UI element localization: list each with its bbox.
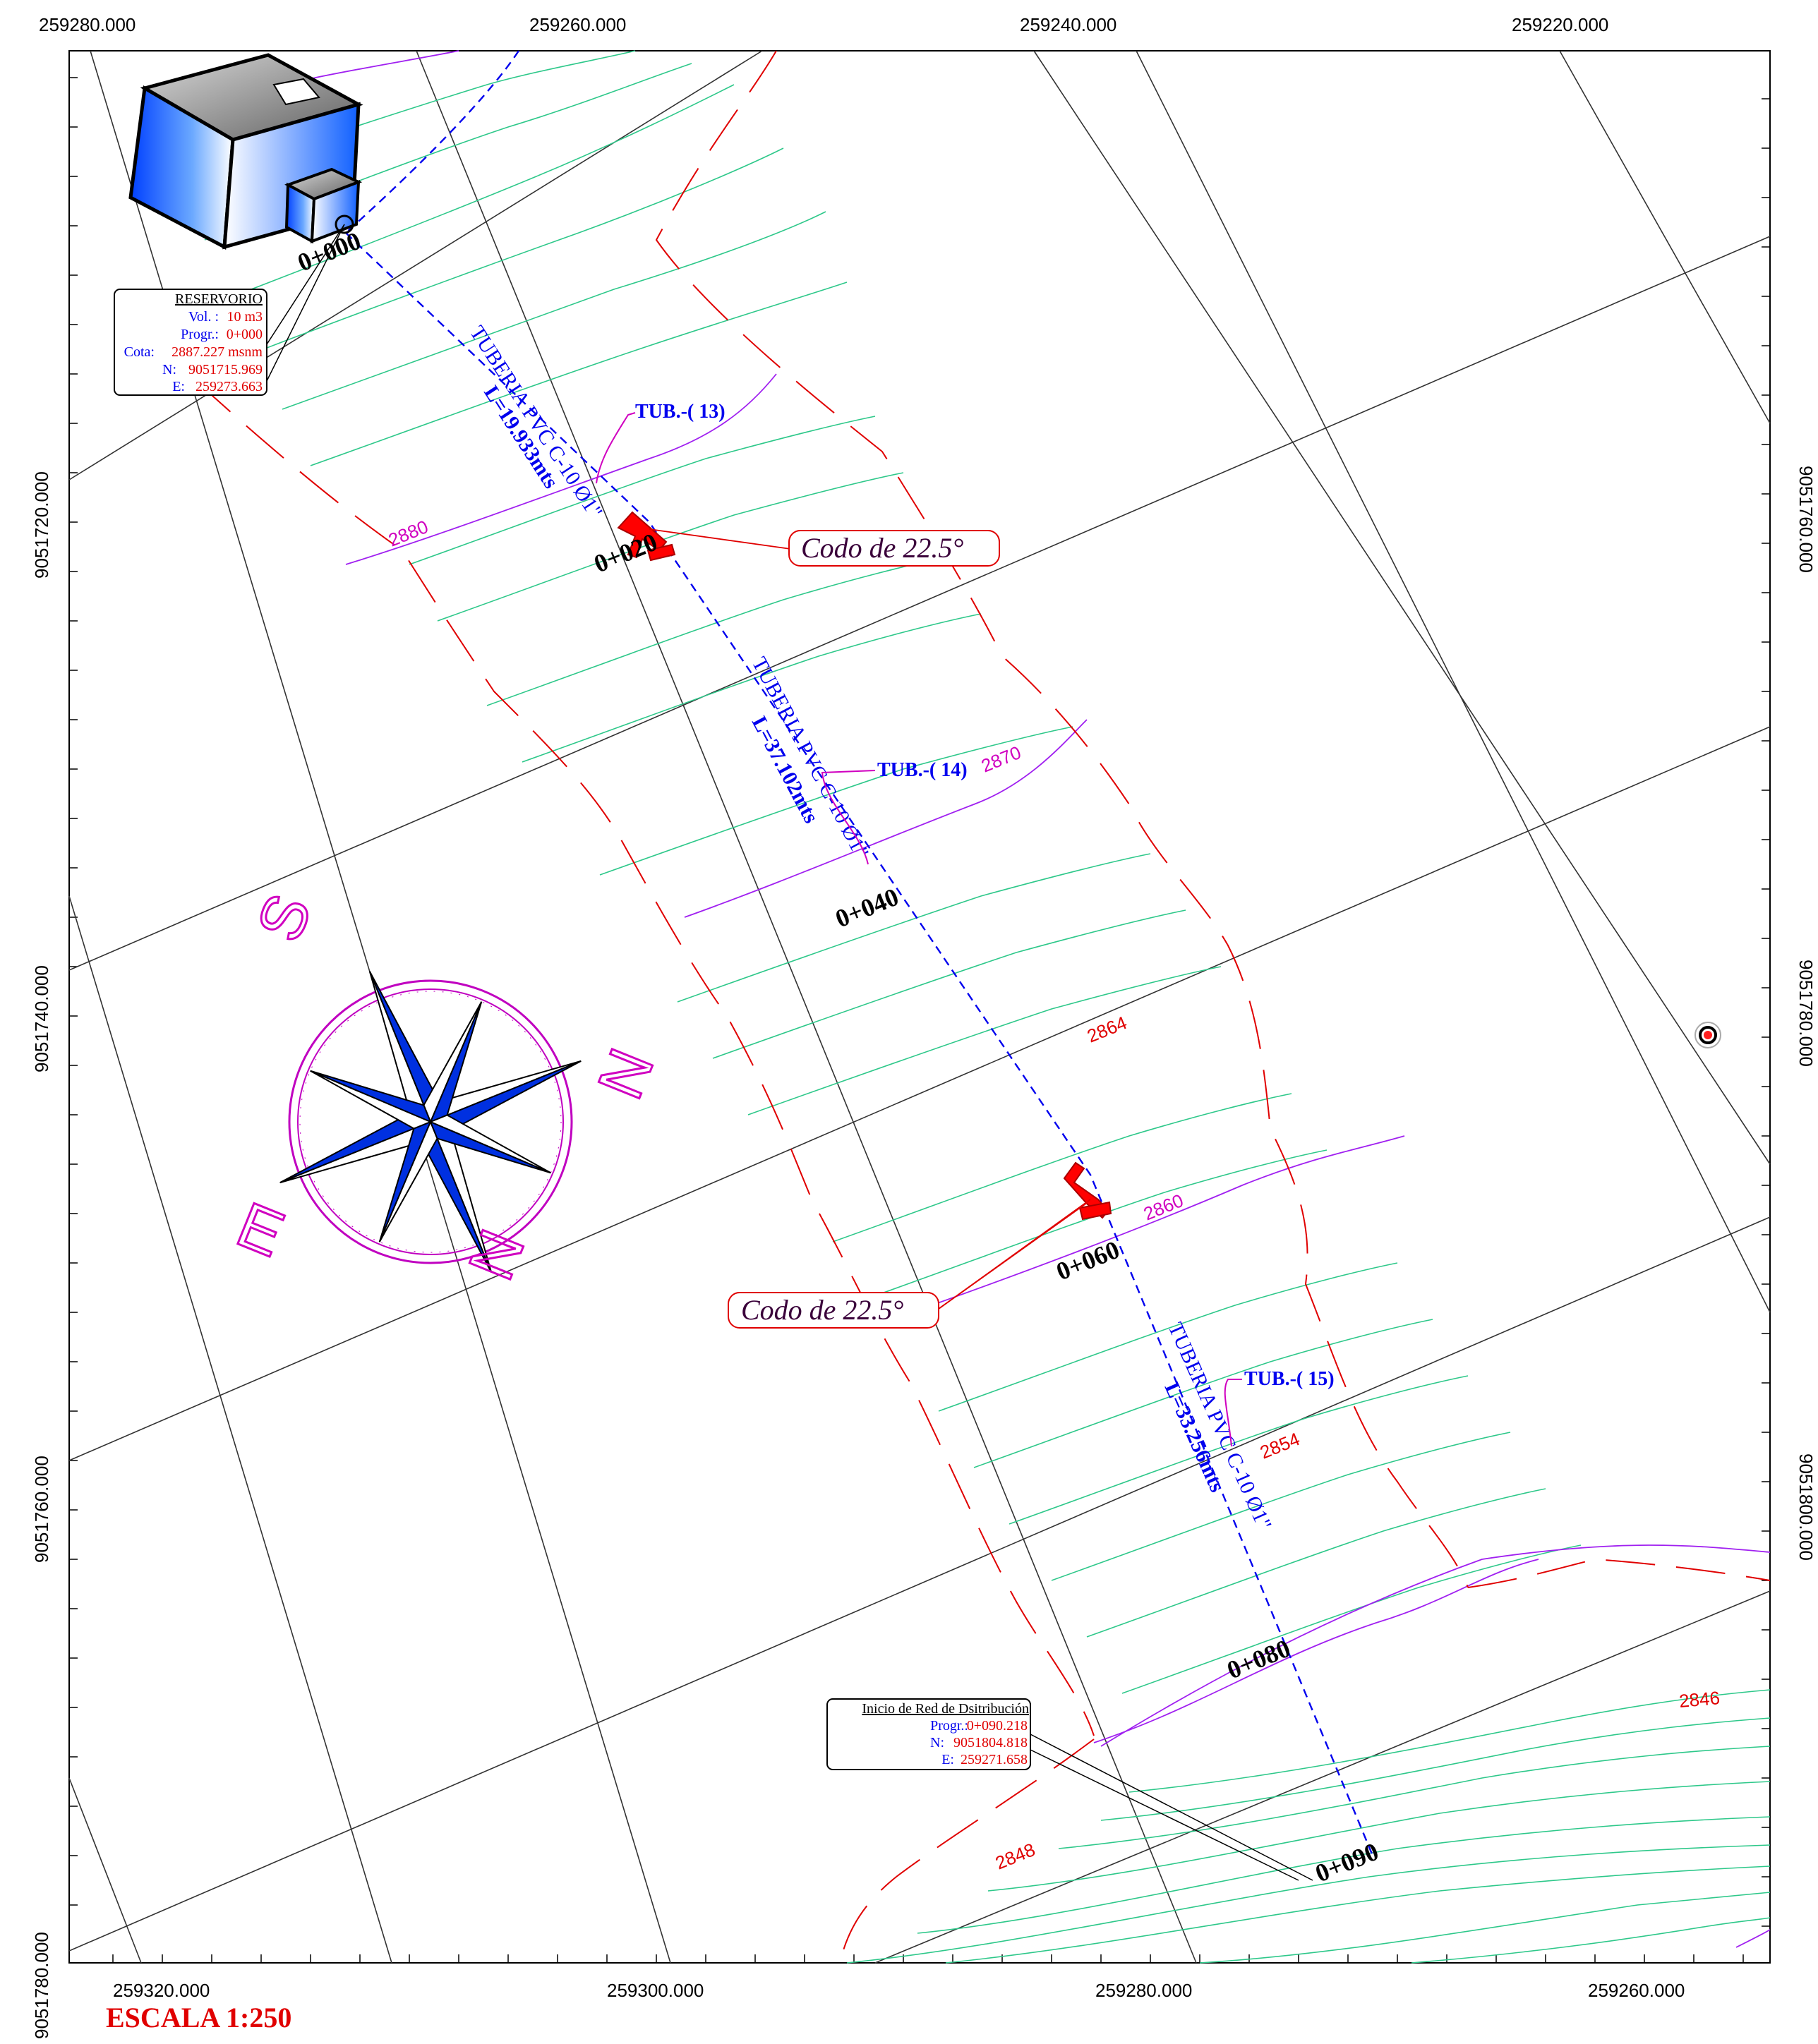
reservoir-e-key: E: [172,379,185,394]
compass-letter-e: E [228,1190,294,1271]
station-0-080: 0+080 [1223,1634,1294,1685]
network-start-title: Inicio de Red de Dsitribución [862,1701,1029,1717]
compass-letter-n-top: N [584,1039,666,1108]
contour-label-2880: 2880 [385,516,431,550]
map-frame [68,50,1771,1964]
reservoir-vol-val: 10 m3 [227,309,263,325]
left-coord-1: 9051720.000 [31,471,52,579]
contour-label-2848: 2848 [992,1839,1038,1873]
compass-letter-n-bottom: N [456,1221,538,1290]
left-coord-4: 9051780.000 [31,1932,52,2039]
pipe-labels: TUBERIA PVC C-10 Ø1" L=19.933mts TUBERIA… [465,322,1276,1534]
right-coord-3: 9051800.000 [1795,1453,1817,1561]
elbow-leaders [649,528,1091,1310]
reservoir-progr-val: 0+000 [227,327,263,342]
reservoir-info-box: RESERVORIO Vol. : 10 m3 Progr.: 0+000 Co… [114,289,267,396]
contour-label-2860: 2860 [1140,1190,1186,1224]
compass-rose [279,971,582,1273]
network-start-n-key: N: [930,1735,944,1750]
right-coord-1: 9051760.000 [1795,466,1817,573]
pipe-1-name: TUBERIA PVC C-10 Ø1" [465,322,607,523]
network-start-n-val: 9051804.818 [953,1735,1028,1750]
elbow-callout-2-text: Codo de 22.5° [741,1294,903,1326]
pipe-tag-15: TUB.-( 15) [1244,1368,1335,1390]
compass-letter-s: S [244,885,325,950]
point-marker [1694,1022,1721,1048]
contour-labels: 2880 2870 2864 2860 2854 2846 2848 [385,516,1721,1873]
reservoir-n-val: 9051715.969 [188,362,263,377]
reservoir-title: RESERVORIO [175,291,263,307]
contour-label-2854: 2854 [1257,1428,1303,1463]
reservoir-structure [128,53,363,250]
top-coord-2: 259260.000 [529,14,626,35]
reservoir-n-key: N: [162,362,176,377]
bottom-coord-2: 259300.000 [607,1980,704,2001]
station-0-060: 0+060 [1052,1235,1124,1286]
bottom-coord-1: 259320.000 [113,1980,210,2001]
station-0-040: 0+040 [831,883,903,933]
top-coord-1: 259280.000 [39,14,136,35]
right-coord-2: 9051780.000 [1795,960,1817,1067]
elbow-callout-2: Codo de 22.5° [728,1292,939,1329]
network-start-e-key: E: [941,1752,954,1767]
left-coord-2: 9051740.000 [31,965,52,1072]
network-start-progr-key: Progr.: [930,1718,968,1734]
network-start-e-val: 259271.658 [961,1752,1028,1767]
elbow-fitting-1 [617,511,676,562]
reservoir-leader [266,224,345,382]
reservoir-cota-key: Cota: [124,344,155,360]
pipe-tag-13: TUB.-( 13) [635,401,726,423]
elbow-callout-1: Codo de 22.5° [788,530,1000,567]
contour-label-2864: 2864 [1084,1012,1130,1046]
network-start-box: Inicio de Red de Dsitribución Progr.: 0+… [826,1698,1031,1770]
elbow-fitting-2 [1063,1161,1112,1221]
bottom-coord-4: 259260.000 [1588,1980,1685,2001]
contour-lines-minor [183,50,1771,1964]
pipe-route [345,50,1374,1856]
network-start-leader [1030,1734,1313,1881]
frame-ticks [69,77,1770,1963]
reservoir-vol-key: Vol. : [188,309,219,325]
top-coord-3: 259240.000 [1020,14,1116,35]
scale-label: ESCALA 1:250 [106,2002,292,2033]
pipe-tags: TUB.-( 13) TUB.-( 14) TUB.-( 15) [596,401,1335,1447]
left-coord-3: 9051760.000 [31,1456,52,1563]
coordinate-grid [68,50,1771,1964]
reservoir-cota-val: 2887.227 msnm [171,344,263,360]
elbow-callout-1-text: Codo de 22.5° [801,532,963,564]
station-0-020: 0+020 [590,528,661,579]
contour-label-2846: 2846 [1678,1687,1721,1712]
top-coord-4: 259220.000 [1512,14,1608,35]
network-start-progr-val: 0+090.218 [967,1718,1028,1734]
pipe-tag-14: TUB.-( 14) [877,759,968,781]
reservoir-progr-key: Progr.: [181,327,219,342]
reservoir-e-val: 259273.663 [195,379,263,394]
boundary-lines [140,50,1771,1964]
bottom-coord-3: 259280.000 [1095,1980,1192,2001]
